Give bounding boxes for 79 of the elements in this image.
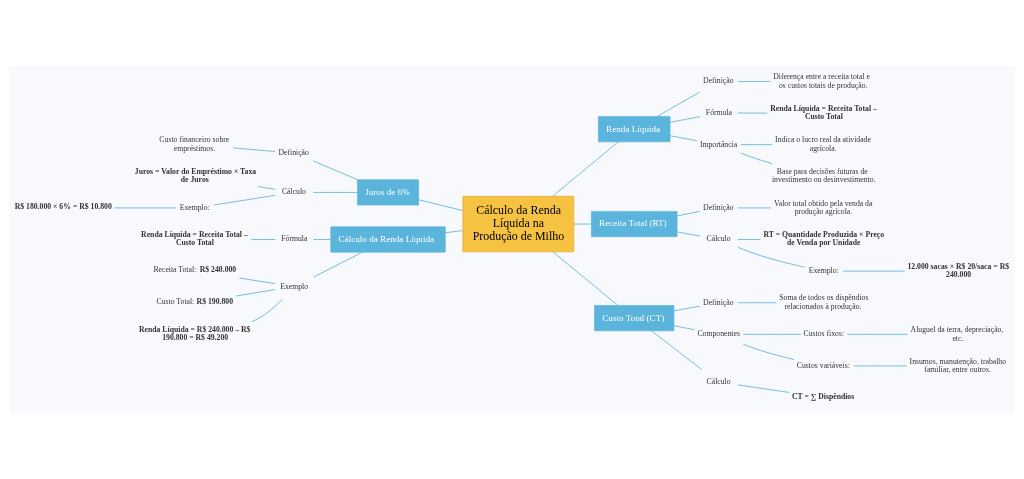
node-text: Juros = Valor do Empréstimo × Taxa de Juros	[134, 167, 257, 184]
node-text: Exemplo	[280, 281, 309, 291]
node-text: Importância	[699, 139, 738, 149]
connector	[232, 147, 276, 152]
connector	[676, 211, 701, 217]
connector	[235, 289, 276, 297]
node-text: Custos variáveis:	[796, 360, 850, 370]
node-text: Definição	[703, 202, 734, 212]
connector	[312, 251, 363, 278]
connector	[312, 160, 359, 181]
node-text: Indica o lucro real da atividade agrícola.	[775, 135, 871, 153]
node-text: Cálculo	[706, 234, 731, 244]
connector	[213, 194, 276, 206]
node-box: Custo Total (CT)	[594, 305, 675, 332]
node-text: Soma de todos os dispêndios relacionados à produção.	[779, 293, 869, 311]
node-box: Renda Líquida	[598, 116, 671, 143]
node-text: Diferença entre a receita total e os custos totais de produção.	[773, 72, 870, 90]
connector	[257, 186, 276, 190]
connector	[418, 199, 464, 211]
node-text: Renda Líquida = R$ 240.000 – R$ 190.800 = R$ 49.200	[139, 325, 251, 342]
connector	[846, 333, 909, 335]
connector	[737, 384, 790, 393]
connector	[742, 333, 802, 335]
connector	[853, 365, 907, 367]
connector	[740, 152, 773, 165]
node-box: Cálculo da Renda Líquida na Produção de Milho	[462, 195, 575, 253]
node-text: Aluguel da terra, depreciação, etc.	[910, 325, 1004, 343]
connector	[676, 231, 701, 237]
connector	[238, 277, 276, 285]
node-text: Renda Líquida = Receita Total – Custo Total	[141, 230, 248, 247]
connector	[651, 330, 702, 370]
node-text: Exemplo:	[179, 202, 210, 212]
node-box: Cálculo da Renda Líquida	[330, 226, 446, 253]
node-text: Renda Líquida = Receita Total – Custo Total	[770, 103, 877, 121]
node-text: Base para decisões futuras de investimento ou desinvestimento.	[771, 167, 876, 185]
node-text: Fórmula	[705, 108, 733, 118]
connector	[842, 270, 906, 272]
connector	[552, 251, 619, 306]
connector	[737, 246, 806, 268]
connector	[312, 192, 358, 193]
connector	[656, 91, 701, 117]
connector	[312, 239, 332, 240]
connector	[251, 298, 283, 323]
node-text: Exemplo:	[808, 266, 839, 276]
node-text: Componentes	[697, 329, 740, 339]
connector	[669, 116, 701, 123]
node-text: Receita Total: R$ 240.000	[153, 265, 237, 275]
node-box: Receita Total (RT)	[591, 211, 678, 238]
node-text: Definição	[278, 148, 309, 158]
connector	[673, 325, 696, 331]
node-text: Valor total obtido pela venda da produção agrícola.	[774, 198, 873, 217]
connector	[737, 302, 777, 304]
node-text: Cálculo	[706, 377, 731, 387]
connector	[114, 207, 177, 209]
node-text: Definição	[703, 297, 734, 307]
connector	[250, 239, 276, 240]
node-text: Custo financeiro sobre empréstimos.	[159, 135, 230, 153]
node-text: Cálculo	[281, 187, 306, 197]
node-text: Insumos, manutenção, trabalho familiar, entre outros.	[909, 356, 1007, 375]
node-box: Juros de 6%	[357, 179, 419, 206]
node-text: R$ 180.000 × 6% = R$ 10.800	[14, 202, 112, 212]
connector	[737, 239, 761, 240]
node-text: RT = Quantidade Produzida × Preço de Venda por Unidade	[763, 230, 885, 247]
node-text: CT = ∑ Dispêndios	[791, 391, 855, 401]
connector	[737, 207, 772, 209]
node-text: Fórmula	[281, 234, 308, 244]
connector	[669, 135, 698, 142]
node-text: 12.000 sacas × R$ 20/saca = R$ 240.000	[907, 261, 1010, 279]
connector	[740, 144, 773, 146]
connector	[737, 112, 768, 114]
node-text: Custo Total: R$ 190.800	[156, 296, 234, 306]
connector	[742, 343, 795, 361]
connector	[573, 223, 592, 225]
connector	[552, 141, 619, 197]
connector	[445, 230, 464, 234]
connector	[673, 305, 701, 312]
node-text: Definição	[703, 76, 734, 86]
node-text: Custos fixos:	[803, 329, 845, 339]
connector	[737, 81, 771, 82]
